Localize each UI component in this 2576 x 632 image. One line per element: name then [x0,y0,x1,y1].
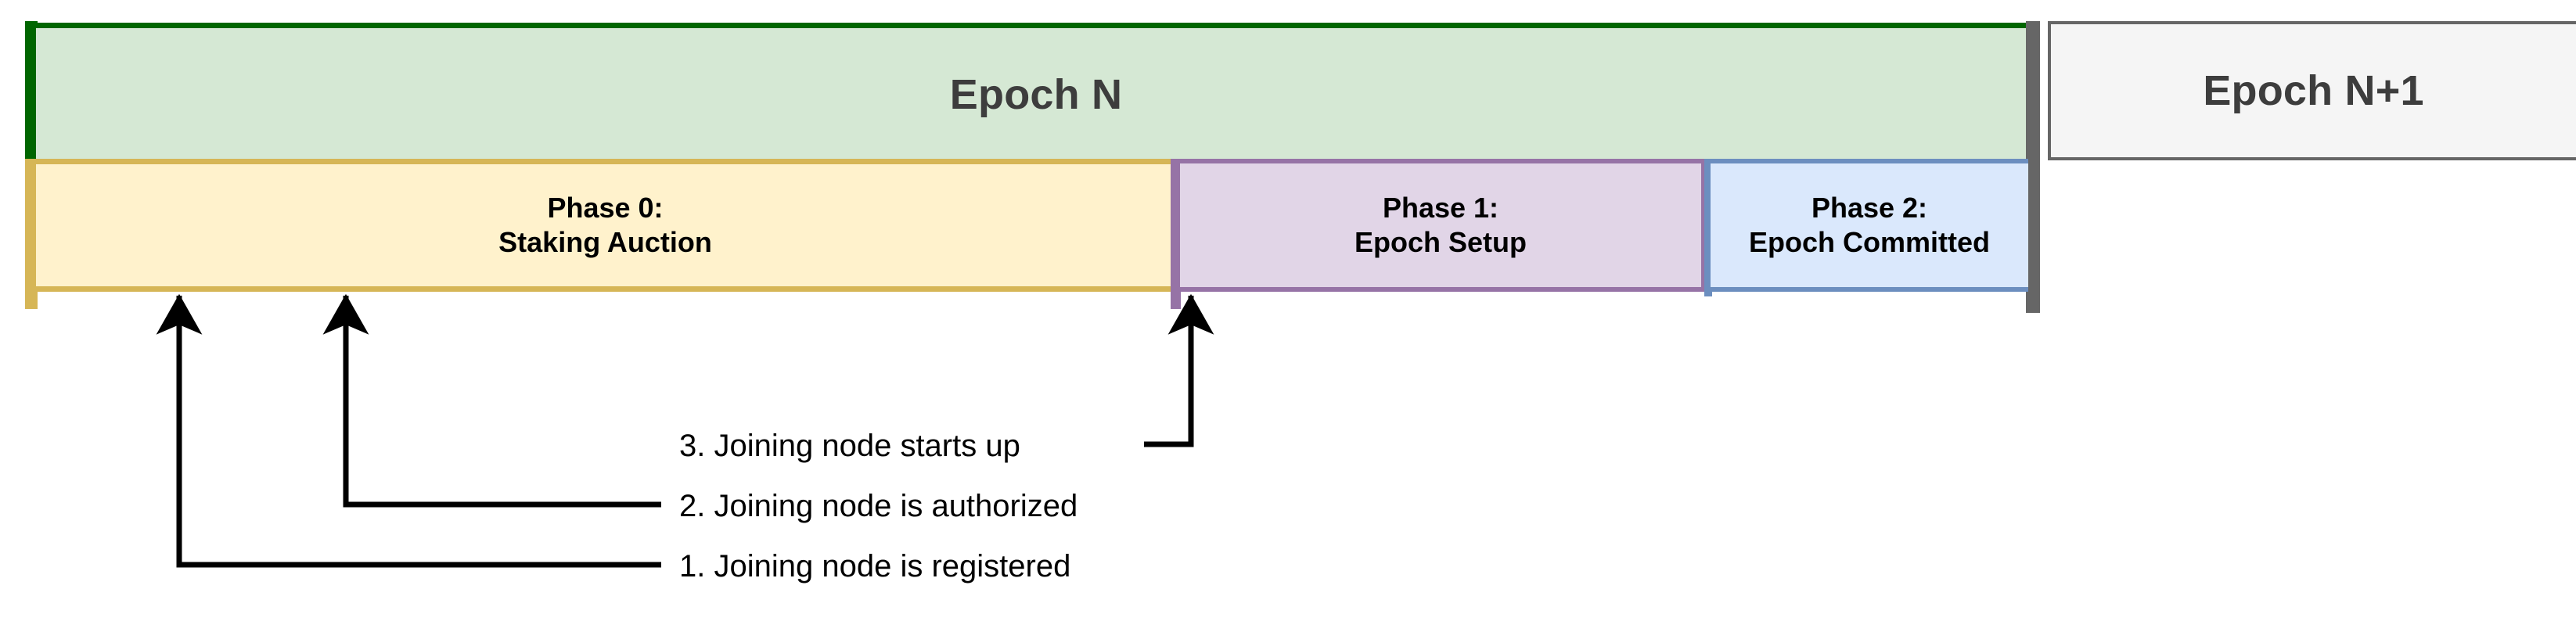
phase-1-left-accent-bar [1171,159,1181,309]
leader-line-1-registered [156,293,661,568]
annotation-label-2: 2. Joining node is authorized [679,489,1078,523]
epoch-n-left-accent-bar [25,21,38,162]
phase-0-name-label: Staking Auction [498,226,712,258]
epoch-n-plus-1-box: Epoch N+1 [2048,21,2576,160]
leader-line-3-starts-up [1144,293,1214,447]
phase-2-left-accent-bar [1704,159,1712,296]
annotation-label-3: 3. Joining node starts up [679,429,1020,463]
annotation-label-1: 1. Joining node is registered [679,549,1071,584]
leader-line-2-authorized [322,293,661,508]
phase-2-name-label: Epoch Committed [1748,226,1990,258]
phase-1-box: Phase 1: Epoch Setup [1180,159,1706,292]
epoch-n-box: Epoch N [36,23,2036,160]
epoch-boundary-divider [2026,21,2040,313]
phase-1-name-label: Epoch Setup [1354,226,1527,258]
phase-2-box: Phase 2: Epoch Committed [1711,159,2028,292]
phase-0-number-label: Phase 0: [547,192,664,224]
phase-1-number-label: Phase 1: [1382,192,1499,224]
phase-2-number-label: Phase 2: [1811,192,1928,224]
epoch-n-plus-1-label: Epoch N+1 [2203,67,2424,114]
phase-0-box: Phase 0: Staking Auction [36,159,1180,292]
epoch-n-label: Epoch N [949,70,1123,118]
phase-0-left-accent-bar [25,159,38,309]
